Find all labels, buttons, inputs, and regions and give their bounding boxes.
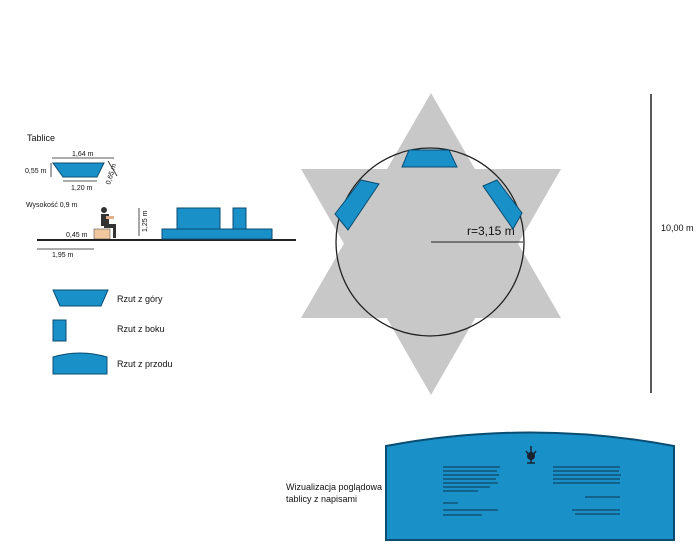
tablice-heading: Tablice xyxy=(27,133,55,143)
side-height-label: 1,25 m xyxy=(142,210,149,232)
plaque-text-right xyxy=(553,466,621,515)
plaque-top xyxy=(401,149,458,168)
top-width-label: 1,64 m xyxy=(72,151,94,158)
legend-label-top: Rzut z góry xyxy=(117,294,163,304)
plaque-left xyxy=(334,179,380,231)
seated-person xyxy=(101,207,116,238)
arched-front-view-icon xyxy=(52,352,108,375)
plaque-visualization-shape xyxy=(385,431,675,541)
visualization-title-line2: tablicy z napisami xyxy=(286,494,357,504)
slant-dimension xyxy=(107,160,118,177)
plaque-detail-top-view xyxy=(52,162,105,178)
legend-label-side: Rzut z boku xyxy=(117,324,165,334)
trapezoid-top-view-icon xyxy=(52,289,109,307)
wysokosc-label: Wysokość 0,9 m xyxy=(26,202,77,209)
base-length-label: 1,95 m xyxy=(52,252,74,259)
bench xyxy=(93,228,111,240)
legend: Rzut z góry Rzut z boku Rzut z przodu xyxy=(52,289,173,375)
radius-label: r=3,15 m xyxy=(467,224,515,238)
plaque-text-left xyxy=(443,466,500,516)
total-dimension-label: 10,00 m xyxy=(661,223,694,233)
bench-height-label: 0,45 m xyxy=(66,232,88,239)
legend-label-front: Rzut z przodu xyxy=(117,359,173,369)
plaque-base xyxy=(161,228,273,240)
menorah-emblem-icon xyxy=(525,446,537,464)
radius-circle xyxy=(335,147,525,337)
star-of-david xyxy=(301,93,561,395)
plaque-side-block xyxy=(232,207,247,230)
plaque-visualization xyxy=(385,431,675,541)
bottom-width-label: 1,20 m xyxy=(71,185,93,192)
left-height-label: 0,55 m xyxy=(25,168,47,175)
visualization-title-line1: Wizualizacja poglądowa xyxy=(286,482,382,492)
rectangle-side-view-icon xyxy=(52,319,67,342)
plaque-right xyxy=(482,179,523,230)
plaque-front-block xyxy=(176,207,221,230)
star-triangle-down xyxy=(301,169,561,395)
